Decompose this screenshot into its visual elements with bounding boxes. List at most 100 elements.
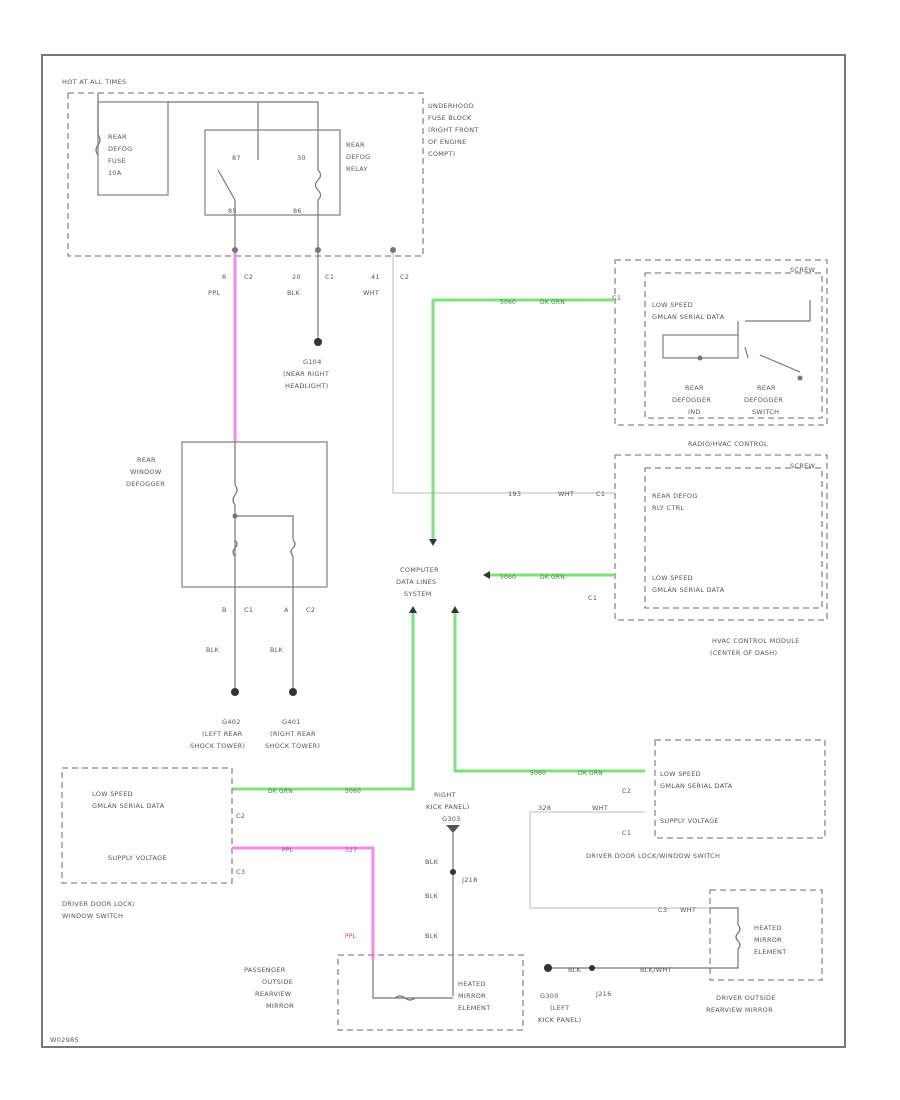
relay-pin-86: 86 bbox=[293, 207, 302, 215]
wire1-pin: 8 bbox=[222, 273, 226, 281]
block-label-1: UNDERHOOD bbox=[428, 102, 474, 110]
hvac-title-1: HVAC CONTROL MODULE bbox=[712, 637, 800, 645]
underhood-fuse-block-box bbox=[67, 92, 424, 257]
rear-window-defogger: REAR WINDOW DEFOGGER B C1 A C2 BLK BLK bbox=[126, 441, 328, 654]
hvac-title-2: (CENTER OF DASH) bbox=[710, 649, 777, 657]
hvac-pin: C1 bbox=[596, 490, 605, 498]
dls-label-1: COMPUTER bbox=[400, 566, 439, 574]
ddl-right-pin2: C1 bbox=[622, 829, 631, 837]
g300-label-3: KICK PANEL) bbox=[538, 1016, 581, 1024]
block-label-3: (RIGHT FRONT bbox=[428, 126, 479, 134]
gmlan-ddl-right-col: DK GRN bbox=[578, 770, 603, 777]
defogger-wire-r-color: BLK bbox=[270, 646, 284, 654]
g402-label-3: SHOCK TOWER) bbox=[190, 742, 245, 750]
radio-hvac-screw-label: SCREW bbox=[790, 266, 815, 274]
g401-label-1: G401 bbox=[282, 718, 301, 726]
relay-pin-87: 87 bbox=[232, 154, 241, 162]
g401-label-2: (RIGHT REAR bbox=[270, 730, 316, 738]
driver-outside-mirror: C3 WHT HEATED MIRROR ELEMENT BLK BLK/WHT… bbox=[538, 889, 823, 1024]
defogger-pin-b: B bbox=[222, 606, 227, 614]
defogger-box bbox=[181, 441, 328, 588]
fuse-label-3: FUSE bbox=[108, 157, 126, 165]
fuse-label-2: DEFOG bbox=[108, 145, 133, 153]
ind-label-3: IND bbox=[688, 408, 701, 416]
wire3-color: WHT bbox=[363, 289, 379, 297]
ddl-left-supply: SUPPLY VOLTAGE bbox=[108, 854, 167, 862]
hvac-wire-num: 193 bbox=[508, 490, 521, 498]
passenger-gnd-col-2: BLK bbox=[425, 892, 439, 900]
ddl-right-box bbox=[654, 739, 826, 839]
ground-g402-icon bbox=[231, 688, 239, 696]
g104-label-3: HEADLIGHT) bbox=[285, 382, 328, 390]
passenger-gnd-col-3: BLK bbox=[425, 932, 439, 940]
defogger-wire-l-color: BLK bbox=[206, 646, 220, 654]
dls-label-3: SYSTEM bbox=[404, 590, 432, 598]
ddl-right-wnum: 328 bbox=[538, 804, 551, 812]
driver-mirror-wcol: WHT bbox=[680, 906, 696, 914]
ddl-left-title-1: DRIVER DOOR LOCK/ bbox=[62, 900, 136, 908]
g303-label-2: KICK PANEL) bbox=[426, 803, 469, 811]
ind-label-1: REAR bbox=[685, 384, 704, 392]
hvac-control-module: SCREW REAR DEFOG RLY CTRL LOW SPEED GMLA… bbox=[508, 454, 828, 657]
passenger-mirror-section: RIGHT KICK PANEL) G303 BLK J218 BLK BLK … bbox=[244, 791, 524, 1031]
g104-label-2: (NEAR RIGHT bbox=[283, 370, 329, 378]
dls-label-2: DATA LINES bbox=[396, 578, 436, 586]
fuse-symbol bbox=[95, 134, 101, 156]
ddl-right-pin1: C2 bbox=[622, 787, 631, 795]
passenger-title-1: PASSENGER bbox=[244, 966, 286, 974]
driver-door-switch-right: LOW SPEED GMLAN SERIAL DATA SUPPLY VOLTA… bbox=[529, 739, 826, 909]
g402-label-2: (LEFT REAR bbox=[202, 730, 243, 738]
driver-mirror-gnd-col: BLK/WHT bbox=[640, 966, 672, 974]
passenger-title-3: REARVIEW bbox=[255, 990, 292, 998]
g104-label-1: G104 bbox=[303, 358, 322, 366]
gmlan-ddl-right-num: 5060 bbox=[530, 770, 546, 777]
gmlan-radio-num: 5060 bbox=[500, 299, 516, 306]
radio-hvac-title: RADIO/HVAC CONTROL bbox=[688, 440, 768, 448]
radio-hvac-lowspeed-1: LOW SPEED bbox=[652, 301, 693, 309]
driver-mirror-box bbox=[709, 889, 823, 981]
relay-label-1: REAR bbox=[346, 141, 365, 149]
gmlan-wire-ddl-left bbox=[232, 612, 415, 791]
radio-hvac-outer-box bbox=[614, 259, 828, 426]
defogger-label-2: WINDOW bbox=[130, 468, 162, 476]
ddl-right-title: DRIVER DOOR LOCK/WINDOW SWITCH bbox=[586, 852, 720, 860]
passenger-title-2: OUTSIDE bbox=[262, 978, 293, 986]
ddl-left-title-2: WINDOW SWITCH bbox=[62, 912, 123, 920]
driver-door-switch-left: LOW SPEED GMLAN SERIAL DATA SUPPLY VOLTA… bbox=[61, 767, 375, 960]
passenger-gnd-col-1: BLK bbox=[425, 858, 439, 866]
radio-hvac-lowspeed-2: GMLAN SERIAL DATA bbox=[652, 313, 725, 321]
driver-element-3: ELEMENT bbox=[754, 948, 786, 956]
ddl-left-pin2: C3 bbox=[236, 868, 245, 876]
sw-label-3: SWITCH bbox=[752, 408, 779, 416]
defogger-label-3: DEFOGGER bbox=[126, 480, 165, 488]
relay-pin-85: 85 bbox=[228, 207, 237, 215]
ddl-right-supply: SUPPLY VOLTAGE bbox=[660, 817, 719, 825]
gmlan-hvac-num: 5060 bbox=[500, 574, 516, 581]
relay-label-2: DEFOG bbox=[346, 153, 371, 161]
driver-element-2: MIRROR bbox=[754, 936, 782, 944]
gmlan-hvac-col: DK GRN bbox=[540, 574, 565, 581]
ddl-right-wcol: WHT bbox=[592, 804, 608, 812]
hvac-inner-box bbox=[644, 467, 823, 609]
defogger-switch-contact bbox=[759, 354, 801, 373]
wire2-color: BLK bbox=[287, 289, 301, 297]
g300-label-1: G300 bbox=[540, 992, 559, 1000]
sw-label-2: DEFOGGER bbox=[744, 396, 783, 404]
hot-at-all-times-label: HOT AT ALL TIMES bbox=[62, 78, 126, 86]
ground-g104-icon bbox=[314, 338, 322, 346]
gmlan-wire-radio bbox=[431, 298, 615, 540]
computer-data-lines-system: COMPUTER DATA LINES SYSTEM 5060 DK GRN 5… bbox=[232, 298, 645, 795]
g402-label-1: G402 bbox=[222, 718, 241, 726]
sw-label-1: REAR bbox=[757, 384, 776, 392]
wire1-conn: C2 bbox=[244, 273, 253, 281]
driver-element-1: HEATED bbox=[754, 924, 782, 932]
driver-mirror-title-2: REARVIEW MIRROR bbox=[706, 1006, 773, 1014]
relay-pin-30: 30 bbox=[297, 154, 306, 162]
defogger-pin-a-conn: C2 bbox=[306, 606, 315, 614]
hvac-rly-2: RLY CTRL bbox=[652, 504, 684, 512]
wht-wire-mirror bbox=[529, 811, 710, 909]
g401-label-3: SHOCK TOWER) bbox=[265, 742, 320, 750]
ddl-left-box bbox=[61, 767, 233, 884]
diagram-code: W02985 bbox=[50, 1036, 79, 1044]
block-label-5: COMPT) bbox=[428, 150, 456, 158]
